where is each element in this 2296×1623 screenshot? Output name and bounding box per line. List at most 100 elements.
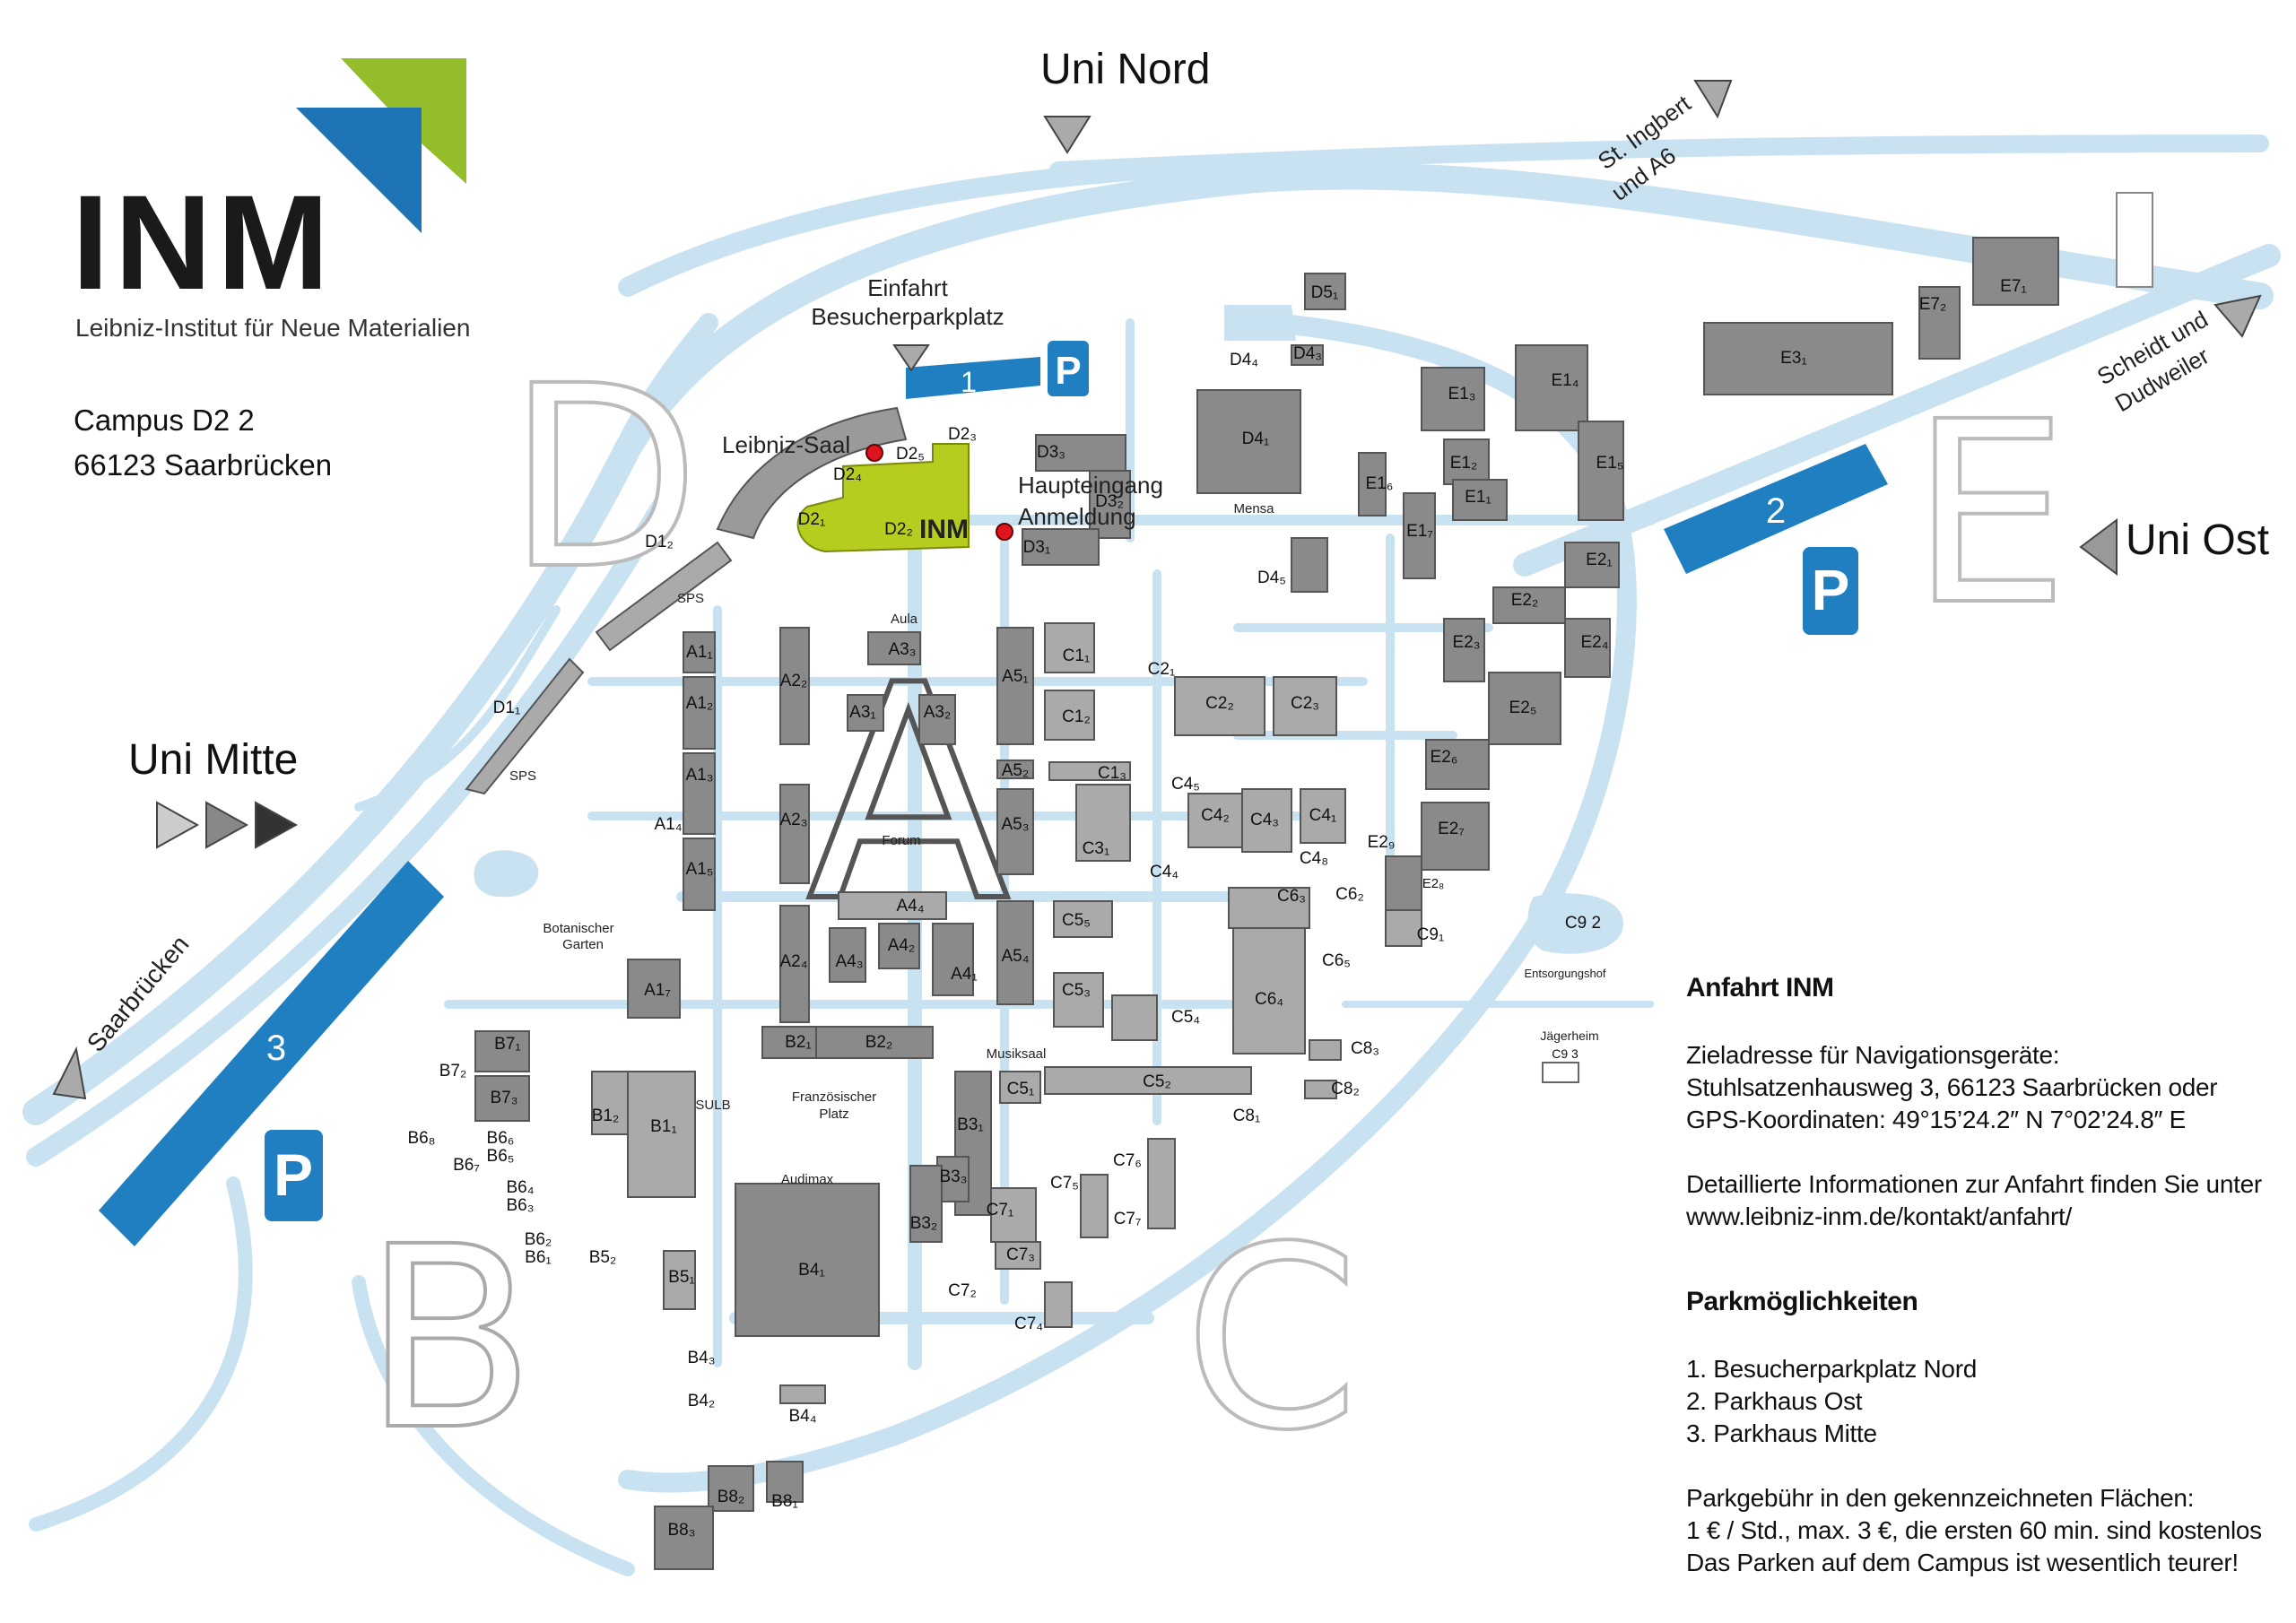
bl-d45: D4₅ (1257, 568, 1286, 587)
building-b11 (627, 1071, 696, 1198)
building-b51 (663, 1250, 696, 1310)
building-d31 (1022, 528, 1100, 566)
bl-b81: B8₁ (771, 1492, 798, 1511)
ingbert-arrow (1693, 80, 1733, 119)
building-c76 (1147, 1138, 1176, 1229)
bl-c92: C9 2 (1565, 914, 1601, 933)
bl-b67: B6₇ (453, 1156, 480, 1175)
bl-d21: D2₁ (798, 510, 826, 529)
building-c52 (1044, 1066, 1252, 1095)
bl-e13: E1₃ (1448, 385, 1476, 404)
bl-d25: D2₅ (896, 445, 925, 464)
info-nav-2: Stuhlsatzenhausweg 3, 66123 Saarbrücken … (1686, 1073, 2218, 1101)
bl-d33: D3₃ (1037, 443, 1065, 462)
bl-c62: C6₂ (1335, 885, 1364, 904)
building-a32 (918, 694, 956, 745)
building-a15 (683, 838, 716, 911)
bl-b68: B6₈ (407, 1129, 435, 1148)
parking-item-2: 2. Parkhaus Ost (1686, 1387, 1863, 1415)
building-d12-curve (716, 406, 908, 540)
parking-item-3: 3. Parkhaus Mitte (1686, 1419, 1877, 1447)
info-detail-2[interactable]: www.leibniz-inm.de/kontakt/anfahrt/ (1686, 1202, 2072, 1230)
haupteingang-dot (996, 523, 1013, 541)
building-e24 (1443, 618, 1485, 682)
building-b82 (708, 1465, 754, 1512)
bl-c11: C1₁ (1063, 647, 1091, 665)
bl-e17: E1₇ (1406, 522, 1433, 541)
bl-e24: E2₃ (1453, 633, 1481, 652)
bl-c65: C6₅ (1322, 951, 1351, 970)
logo-wordmark: INM (72, 167, 335, 317)
building-c13 (1048, 761, 1131, 781)
label-uni-nord: Uni Nord (1040, 46, 1211, 93)
parking-areas: 1 P 2 P 3 P (99, 341, 1888, 1246)
zone-e: E (1910, 369, 2069, 661)
building-e14 (1515, 344, 1588, 431)
bl-c91: C9₁ (1417, 925, 1445, 944)
building-e72 (1918, 286, 1961, 360)
bl-d11: D1₁ (493, 699, 521, 717)
bl-e25: E2₅ (1509, 699, 1537, 717)
bl-e26: E2₆ (1431, 748, 1458, 767)
bl-b72: B7₂ (439, 1062, 467, 1081)
bl-c82: C8₂ (1331, 1080, 1360, 1098)
bl-a22: A2₂ (780, 672, 808, 690)
logo-mark (296, 58, 466, 233)
building-b31 (954, 1071, 992, 1216)
bl-b11: B1₁ (650, 1117, 677, 1136)
building-c75 (1080, 1174, 1109, 1238)
building-b12 (591, 1071, 629, 1135)
building-e11 (1452, 479, 1508, 521)
bl-e21: E2₁ (1586, 551, 1613, 569)
bl-e15: E1₅ (1596, 454, 1624, 473)
info-detail-1: Detaillierte Informationen zur Anfahrt f… (1686, 1170, 2262, 1198)
label-aula: Aula (891, 612, 918, 627)
building-e27 (1421, 802, 1490, 871)
bl-e22: E2₂ (1511, 591, 1539, 610)
info-panel: Anfahrt INM Zieladresse für Navigationsg… (1686, 973, 2278, 1579)
bl-b32: B3₂ (910, 1214, 938, 1233)
bl-e29: E2₉ (1368, 833, 1396, 852)
bl-b63: B6₃ (507, 1196, 535, 1215)
label-musiksaal: Musiksaal (987, 1046, 1047, 1062)
uni-mitte-arrow-1 (156, 801, 200, 849)
bl-a32: A3₂ (924, 703, 952, 722)
bl-c75: C7₅ (1050, 1174, 1079, 1193)
building-a31 (847, 694, 884, 732)
bl-b22: B2₂ (865, 1033, 893, 1052)
bl-e23: E2₄ (1581, 633, 1609, 652)
label-franz-1: Französischer (792, 1089, 876, 1105)
bl-c31: C3₁ (1083, 839, 1110, 858)
building-c74 (1044, 1281, 1073, 1328)
bl-a42: A4₂ (888, 936, 916, 955)
address-line1: Campus D2 2 (74, 404, 255, 437)
building-c31 (1075, 784, 1131, 862)
bl-e28: E2₈ (1422, 876, 1445, 891)
bl-d41: D4₁ (1242, 430, 1270, 448)
label-entsorgung: Entsorgungshof (1524, 967, 1605, 980)
building-e13 (1421, 367, 1485, 431)
building-a23 (779, 784, 810, 884)
building-d45 (1291, 537, 1328, 593)
einfahrt-arrow (892, 344, 930, 372)
bl-c23: C2₃ (1291, 694, 1319, 713)
bl-b51: B5₁ (668, 1268, 695, 1287)
bl-c45: C4₅ (1171, 775, 1200, 794)
building-c41 (1300, 788, 1346, 844)
bl-a14: A1₄ (655, 815, 683, 834)
building-c82 (1304, 1080, 1337, 1099)
parking-3-sign (265, 1130, 323, 1221)
saarbruecken-arrow (52, 1046, 87, 1100)
building-d12 (595, 541, 733, 652)
bl-c64: C6₄ (1255, 990, 1283, 1009)
bl-a17: A1₇ (644, 981, 671, 1000)
bl-a13: A1₃ (686, 766, 714, 785)
building-c64 (1232, 927, 1306, 1055)
building-a13 (683, 752, 716, 835)
bl-b61: B6₁ (525, 1248, 552, 1267)
logo-subtitle: Leibniz-Institut für Neue Materialien (75, 314, 471, 342)
bl-b65: B6₅ (487, 1147, 515, 1166)
label-uni-mitte: Uni Mitte (128, 736, 299, 784)
bl-a43: A4₃ (836, 952, 864, 971)
